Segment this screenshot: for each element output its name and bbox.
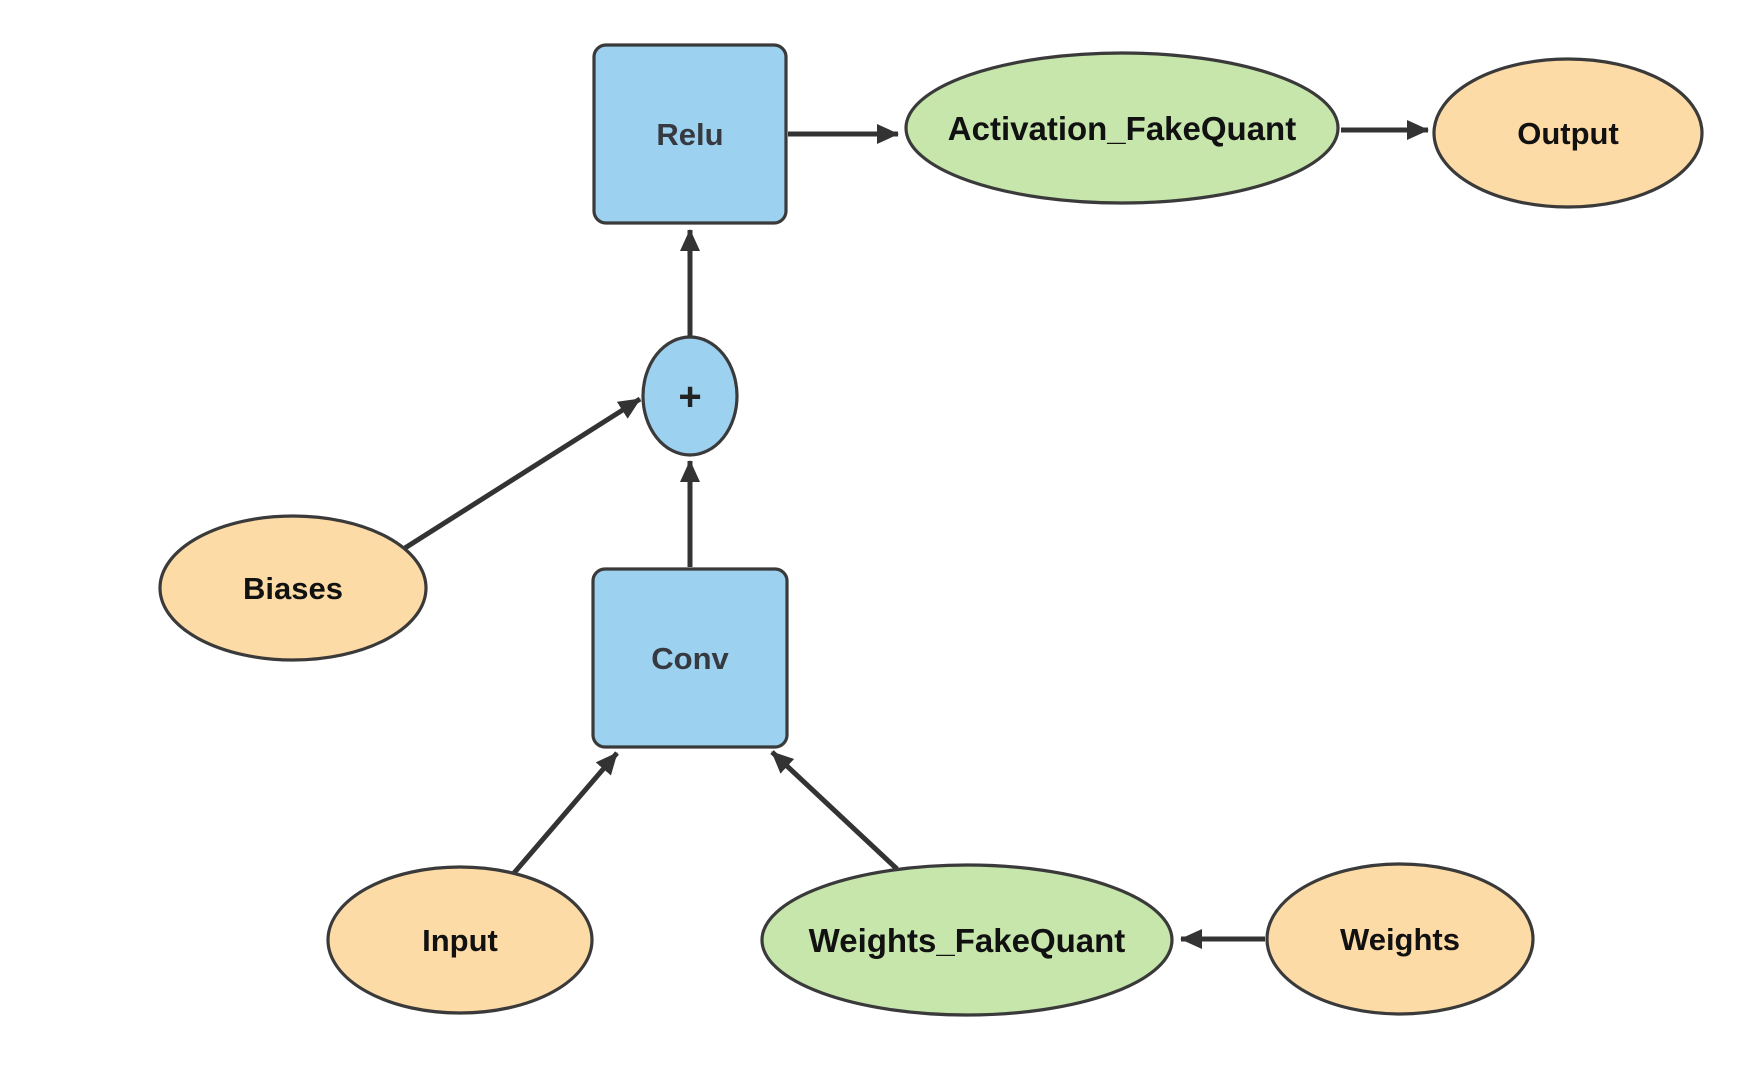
output-label: Output [1517,116,1619,151]
input-label: Input [422,923,498,958]
edge-input-to-conv [512,751,619,875]
node-output: Output [1432,57,1704,209]
plus-ellipse [641,335,739,457]
node-conv: Conv [591,567,789,749]
relu-box [592,43,788,225]
relu-label: Relu [656,117,723,152]
conv-label: Conv [651,641,729,676]
edge-weights-fakequant-to-conv [770,750,899,871]
node-weights-fakequant: Weights_FakeQuant [760,863,1174,1017]
weights-fakequant-label: Weights_FakeQuant [809,922,1126,959]
output-ellipse [1432,57,1704,209]
edge-biases-to-plus [403,396,642,551]
node-activation-fakequant: Activation_FakeQuant [904,51,1340,205]
weights-label: Weights [1340,922,1460,957]
node-weights: Weights [1265,862,1535,1016]
weights-ellipse [1265,862,1535,1016]
plus-label: + [678,375,701,419]
node-input: Input [326,865,594,1015]
biases-label: Biases [243,571,343,606]
biases-ellipse [158,514,428,662]
node-biases: Biases [158,514,428,662]
node-relu: Relu [592,43,788,225]
weights-fakequant-ellipse [760,863,1174,1017]
activation-fakequant-ellipse [904,51,1340,205]
activation-fakequant-label: Activation_FakeQuant [948,110,1296,147]
input-ellipse [326,865,594,1015]
conv-box [591,567,789,749]
node-plus: + [641,335,739,457]
